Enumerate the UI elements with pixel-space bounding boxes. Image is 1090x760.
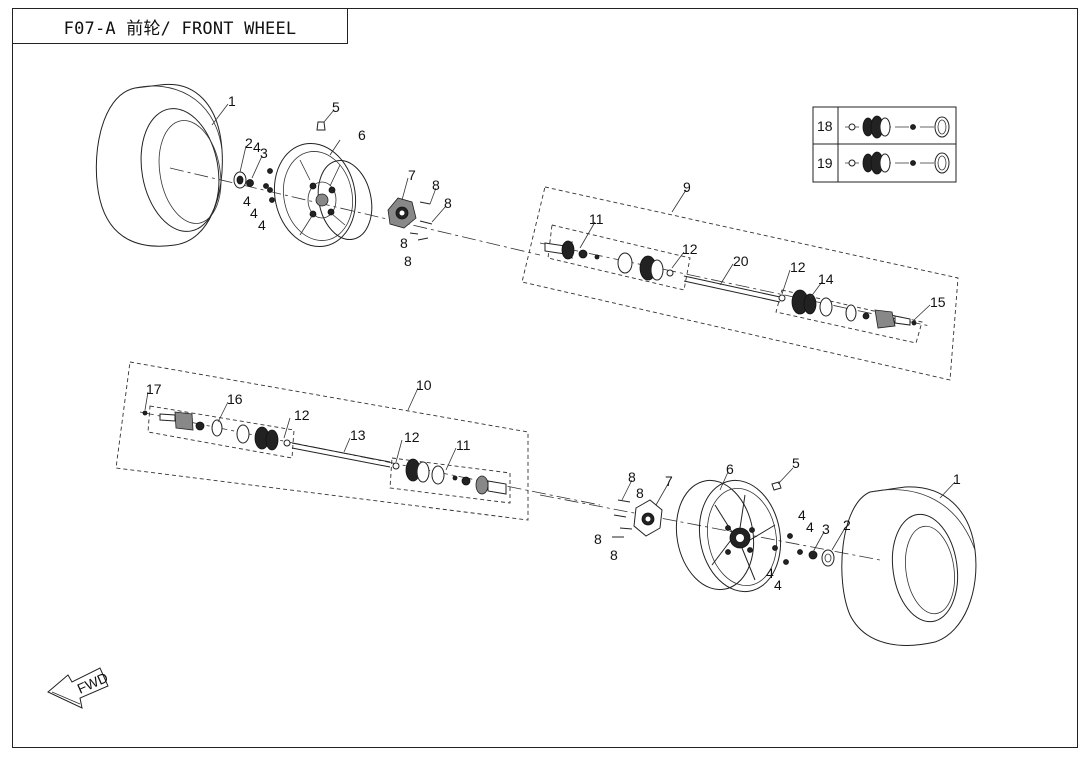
lower-axis-line: [539, 494, 881, 561]
callout-4: 4: [258, 217, 266, 233]
callout-14: 14: [818, 271, 834, 287]
callout-8: 8: [628, 469, 636, 485]
axle-shaft-lower: [291, 442, 391, 468]
callout-17: 17: [146, 381, 162, 397]
cv-joint-inner-upper: [778, 289, 917, 329]
callout-10: 10: [416, 377, 432, 393]
callout-20: 20: [733, 253, 749, 269]
tire-left: [95, 83, 223, 247]
hub-nut-right: [821, 549, 835, 567]
callout-7: 7: [665, 473, 673, 489]
washer-right: [808, 550, 818, 560]
callout-3: 3: [260, 145, 268, 161]
rim-left: [273, 142, 373, 248]
cv-joint-outer-upper: [544, 240, 674, 281]
callout-4: 4: [806, 519, 814, 535]
callout-8: 8: [432, 177, 440, 193]
diagram-title: F07-A 前轮/ FRONT WHEEL: [63, 18, 297, 39]
fwd-direction-arrow: FWD: [47, 667, 110, 709]
legend-boot-kit-18: [845, 115, 950, 139]
callout-4: 4: [766, 565, 774, 581]
callout-5: 5: [792, 455, 800, 471]
callout-12: 12: [790, 259, 806, 275]
drawing-frame: [12, 8, 1078, 748]
valve-stem-left: [316, 121, 326, 131]
lower-driveshaft-group: [115, 361, 529, 521]
upper-axis-line: [169, 167, 541, 256]
callout-3: 3: [822, 521, 830, 537]
axle-shaft-upper: [683, 275, 781, 303]
callout-5: 5: [332, 99, 340, 115]
wheel-hub-left: [387, 197, 417, 229]
wheel-hub-right: [633, 499, 663, 537]
callout-12: 12: [294, 407, 310, 423]
callout-16: 16: [227, 391, 243, 407]
callout-4: 4: [250, 205, 258, 221]
callout-12: 12: [404, 429, 420, 445]
callout-9: 9: [683, 179, 691, 195]
callout-15: 15: [930, 294, 946, 310]
callout-8: 8: [594, 531, 602, 547]
callout-labels: 1 2 3 4 4 4 4 5 6 7 8 8 8 8 9 11 12 20 1…: [146, 93, 961, 593]
title-block: F07-A 前轮/ FRONT WHEEL: [12, 8, 348, 44]
callout-1: 1: [953, 471, 961, 487]
callout-8: 8: [404, 253, 412, 269]
callout-4: 4: [798, 507, 806, 523]
legend-num-19: 19: [817, 155, 833, 171]
legend-boot-kit-19: [845, 151, 950, 175]
callout-12: 12: [682, 241, 698, 257]
callout-11: 11: [589, 211, 604, 227]
upper-driveshaft-group: [521, 186, 959, 381]
callout-8: 8: [636, 485, 644, 501]
callout-6: 6: [358, 127, 366, 143]
tire-right: [841, 486, 977, 646]
callout-4: 4: [243, 193, 251, 209]
rim-right: [675, 479, 782, 593]
callout-8: 8: [400, 235, 408, 251]
callout-8: 8: [610, 547, 618, 563]
valve-stem-right: [771, 481, 782, 491]
legend-num-18: 18: [817, 118, 833, 134]
callout-2: 2: [245, 135, 253, 151]
callout-6: 6: [726, 461, 734, 477]
cv-joint-inner-lower: [142, 410, 291, 451]
legend-table: 18 19: [812, 106, 957, 183]
callout-2: 2: [843, 517, 851, 533]
callout-1: 1: [228, 93, 236, 109]
cv-joint-outer-lower: [392, 458, 507, 495]
callout-13: 13: [350, 427, 366, 443]
washer-left: [246, 179, 254, 187]
callout-11: 11: [456, 437, 471, 453]
callout-8: 8: [444, 195, 452, 211]
callout-4: 4: [774, 577, 782, 593]
callout-leaders: [144, 103, 956, 553]
callout-4: 4: [253, 139, 261, 155]
callout-7: 7: [408, 167, 416, 183]
